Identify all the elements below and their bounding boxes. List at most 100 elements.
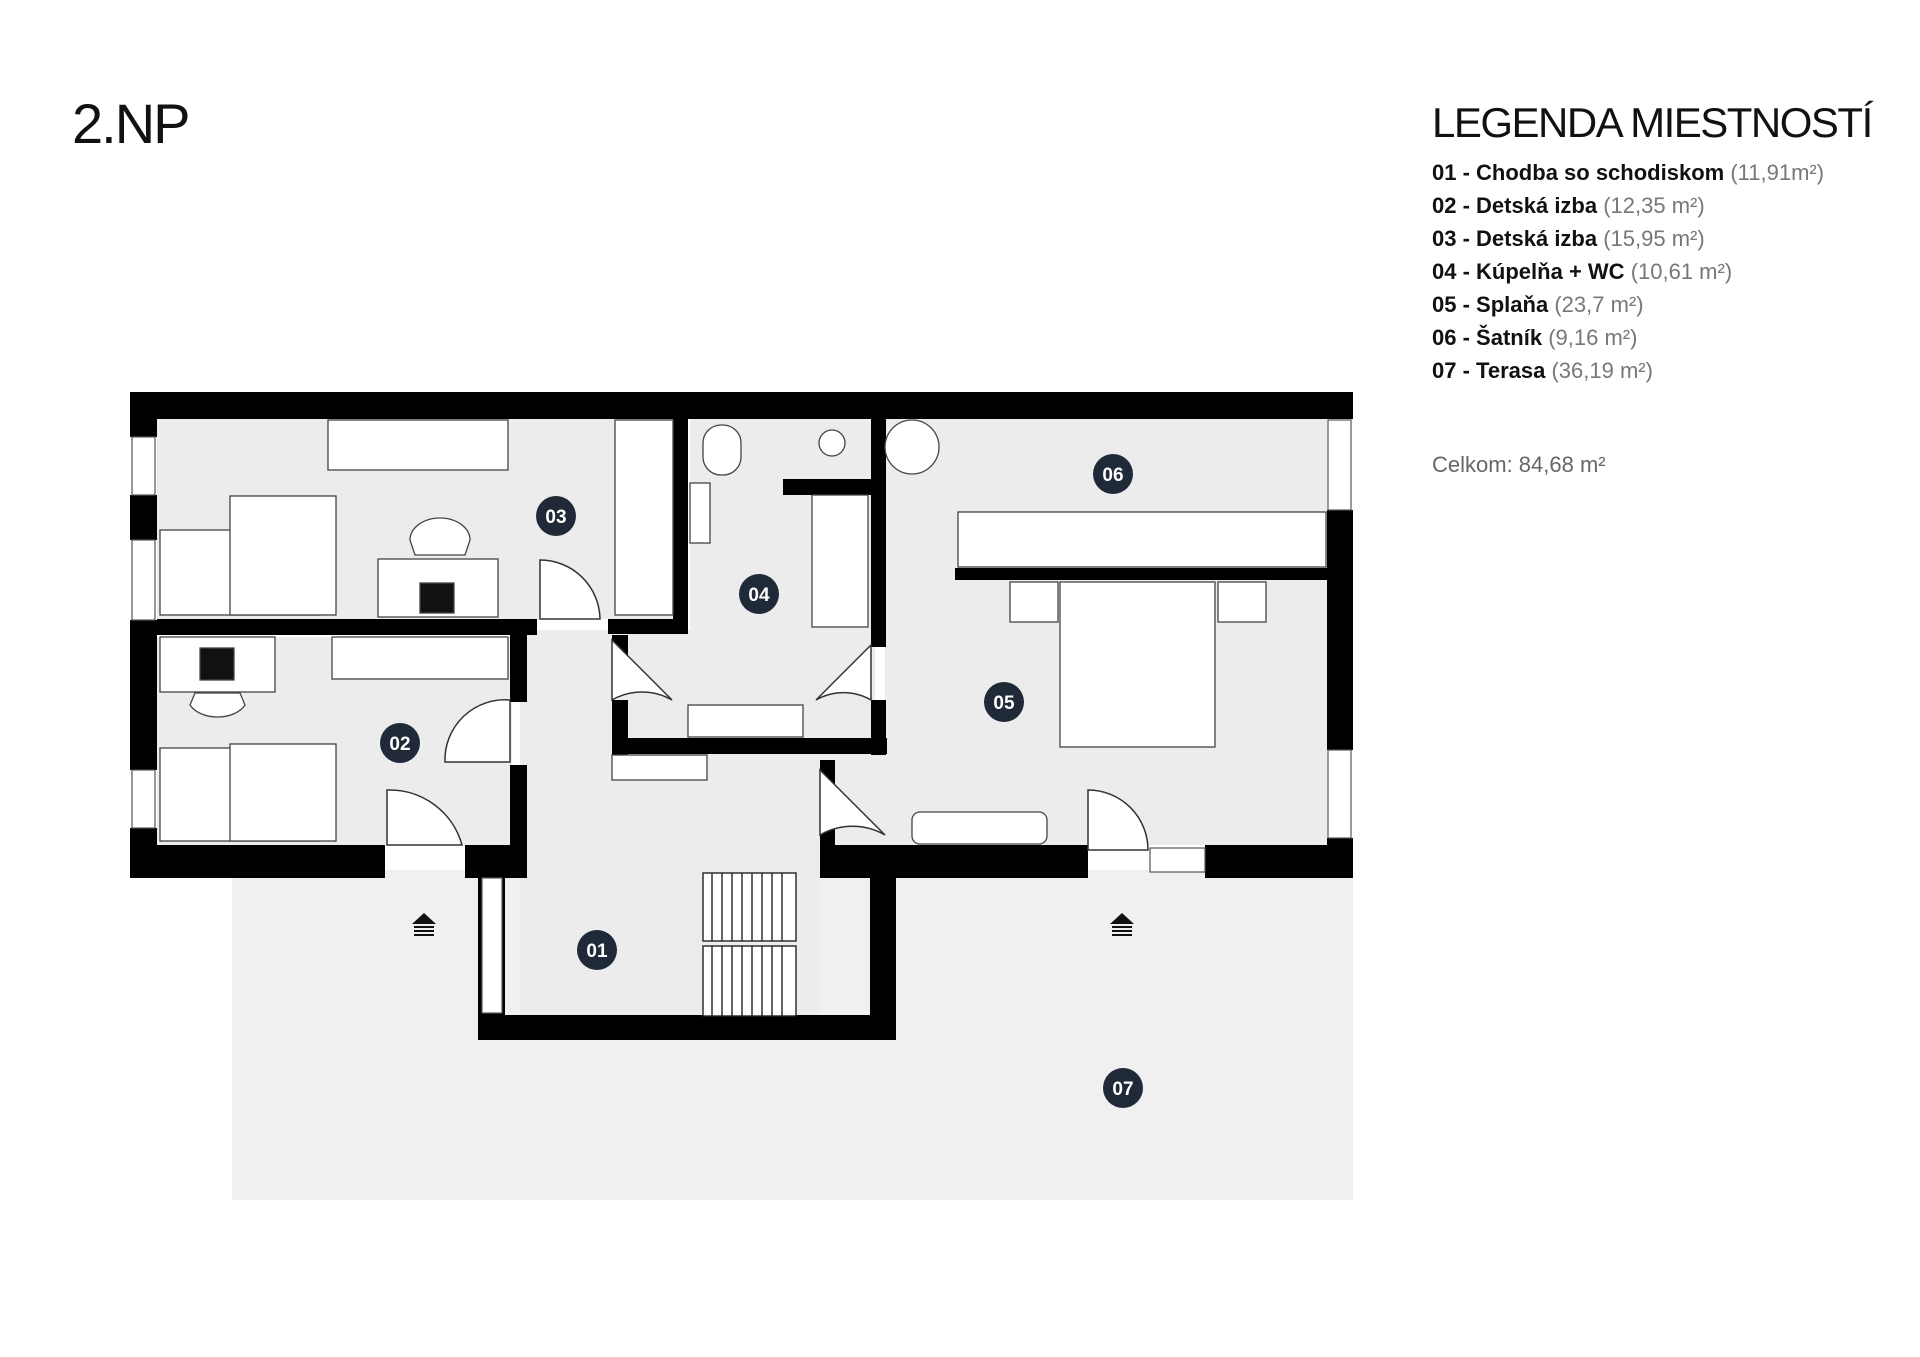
room-badge-01: 01 — [577, 930, 617, 970]
legend-title: LEGENDA MIESTNOSTÍ — [1432, 99, 1873, 146]
bed-room-03-frame — [229, 495, 337, 616]
window — [131, 436, 156, 496]
wall — [130, 392, 1353, 419]
legend-name: Chodba so schodiskom — [1476, 160, 1725, 186]
wall — [130, 392, 157, 437]
wall — [510, 765, 527, 878]
legend-name: Šatník — [1476, 325, 1543, 351]
wardrobe-room-06 — [957, 511, 1327, 568]
legend-item: 05 - Splaňa (23,7 m²) — [1432, 292, 1644, 318]
legend-area: (9,16 m²) — [1548, 325, 1638, 351]
wall — [157, 619, 537, 635]
doors — [386, 559, 1149, 851]
room-badge-06: 06 — [1093, 454, 1133, 494]
door-room-02-exit — [386, 789, 463, 846]
sideboard — [911, 811, 1048, 845]
wall — [1205, 845, 1353, 878]
window — [1327, 419, 1352, 511]
room-badge-07: 07 — [1103, 1068, 1143, 1108]
staircase — [702, 872, 797, 1017]
stair-treads — [711, 873, 783, 1016]
legend-item: 03 - Detská izba (15,95 m²) — [1432, 226, 1705, 252]
legend-code: 04 — [1432, 259, 1457, 285]
entry-arrow-icon — [412, 913, 436, 936]
wall — [820, 845, 1088, 878]
legend-code: 05 — [1432, 292, 1457, 318]
badge-label: 04 — [748, 585, 770, 606]
room-badge-03: 03 — [536, 496, 576, 536]
door-bedroom-exit — [1087, 789, 1149, 851]
legend-item: 04 - Kúpelňa + WC (10,61 m²) — [1432, 259, 1733, 285]
chair — [409, 517, 471, 556]
badge-label: 07 — [1112, 1079, 1133, 1100]
badge-label: 06 — [1102, 465, 1123, 486]
wardrobe-room-03 — [327, 419, 509, 471]
legend-area: (12,35 m²) — [1603, 193, 1705, 219]
wardrobe-corridor — [614, 419, 674, 616]
wall — [130, 845, 385, 878]
legend-item: 07 - Terasa (36,19 m²) — [1432, 358, 1653, 384]
wall — [130, 620, 157, 770]
door-wardrobe — [815, 643, 872, 702]
wardrobe-room-02 — [331, 636, 509, 680]
sink — [818, 429, 846, 457]
legend-code: 01 — [1432, 160, 1457, 186]
vanity — [687, 704, 804, 738]
bed-room-02-frame — [229, 743, 337, 842]
legend-area: (36,19 m²) — [1551, 358, 1653, 384]
legend-code: 02 — [1432, 193, 1457, 219]
door-room-02 — [444, 699, 511, 763]
wall — [870, 870, 896, 1040]
stairs-upper — [702, 872, 797, 942]
badge-label: 05 — [993, 693, 1015, 714]
toilet — [702, 424, 742, 476]
legend-name: Kúpelňa + WC — [1476, 259, 1625, 285]
windows — [131, 419, 1352, 1014]
washing-machine — [689, 482, 711, 544]
wall — [510, 632, 527, 702]
legend-list: 01 - Chodba so schodiskom (11,91m²) 02 -… — [1432, 156, 1892, 387]
window — [1327, 749, 1352, 839]
wall — [612, 738, 887, 754]
legend-item: 02 - Detská izba (12,35 m²) — [1432, 193, 1705, 219]
furniture — [159, 419, 1327, 845]
room-legend: LEGENDA MIESTNOSTÍ 01 - Chodba so schodi… — [1432, 99, 1892, 387]
wall — [130, 495, 157, 540]
wall — [783, 479, 879, 495]
floor-title: 2.NP — [72, 92, 190, 155]
wall — [608, 619, 688, 634]
badge-label: 02 — [389, 734, 410, 755]
window — [131, 539, 156, 621]
legend-item: 01 - Chodba so schodiskom (11,91m²) — [1432, 160, 1825, 186]
door-bedroom — [819, 768, 886, 837]
legend-area: (23,7 m²) — [1554, 292, 1644, 318]
legend-area: (11,91m²) — [1730, 160, 1825, 186]
room-badge-02: 02 — [380, 723, 420, 763]
legend-code: 06 — [1432, 325, 1457, 351]
legend-name: Detská izba — [1476, 226, 1598, 252]
legend-name: Detská izba — [1476, 193, 1598, 219]
chair — [189, 692, 246, 718]
monitor — [199, 647, 235, 681]
wall — [1327, 510, 1353, 750]
window — [481, 877, 503, 1014]
stairs-lower — [702, 945, 797, 1017]
badge-label: 01 — [586, 941, 608, 962]
wall — [871, 700, 886, 755]
legend-code: 07 — [1432, 358, 1457, 384]
room-badge-05: 05 — [984, 682, 1024, 722]
legend-name: Splaňa — [1476, 292, 1549, 318]
legend-area: (10,61 m²) — [1630, 259, 1733, 285]
window — [131, 769, 156, 829]
wall — [955, 568, 1327, 580]
legend-code: 03 — [1432, 226, 1457, 252]
wall — [673, 419, 688, 633]
armchair — [884, 419, 940, 475]
walls — [130, 392, 1353, 1040]
entry-arrow-icon — [1110, 913, 1134, 936]
legend-item: 06 - Šatník (9,16 m²) — [1432, 325, 1638, 351]
nightstand — [1217, 581, 1267, 623]
nightstand — [1009, 581, 1059, 623]
door-bathroom — [611, 638, 673, 702]
